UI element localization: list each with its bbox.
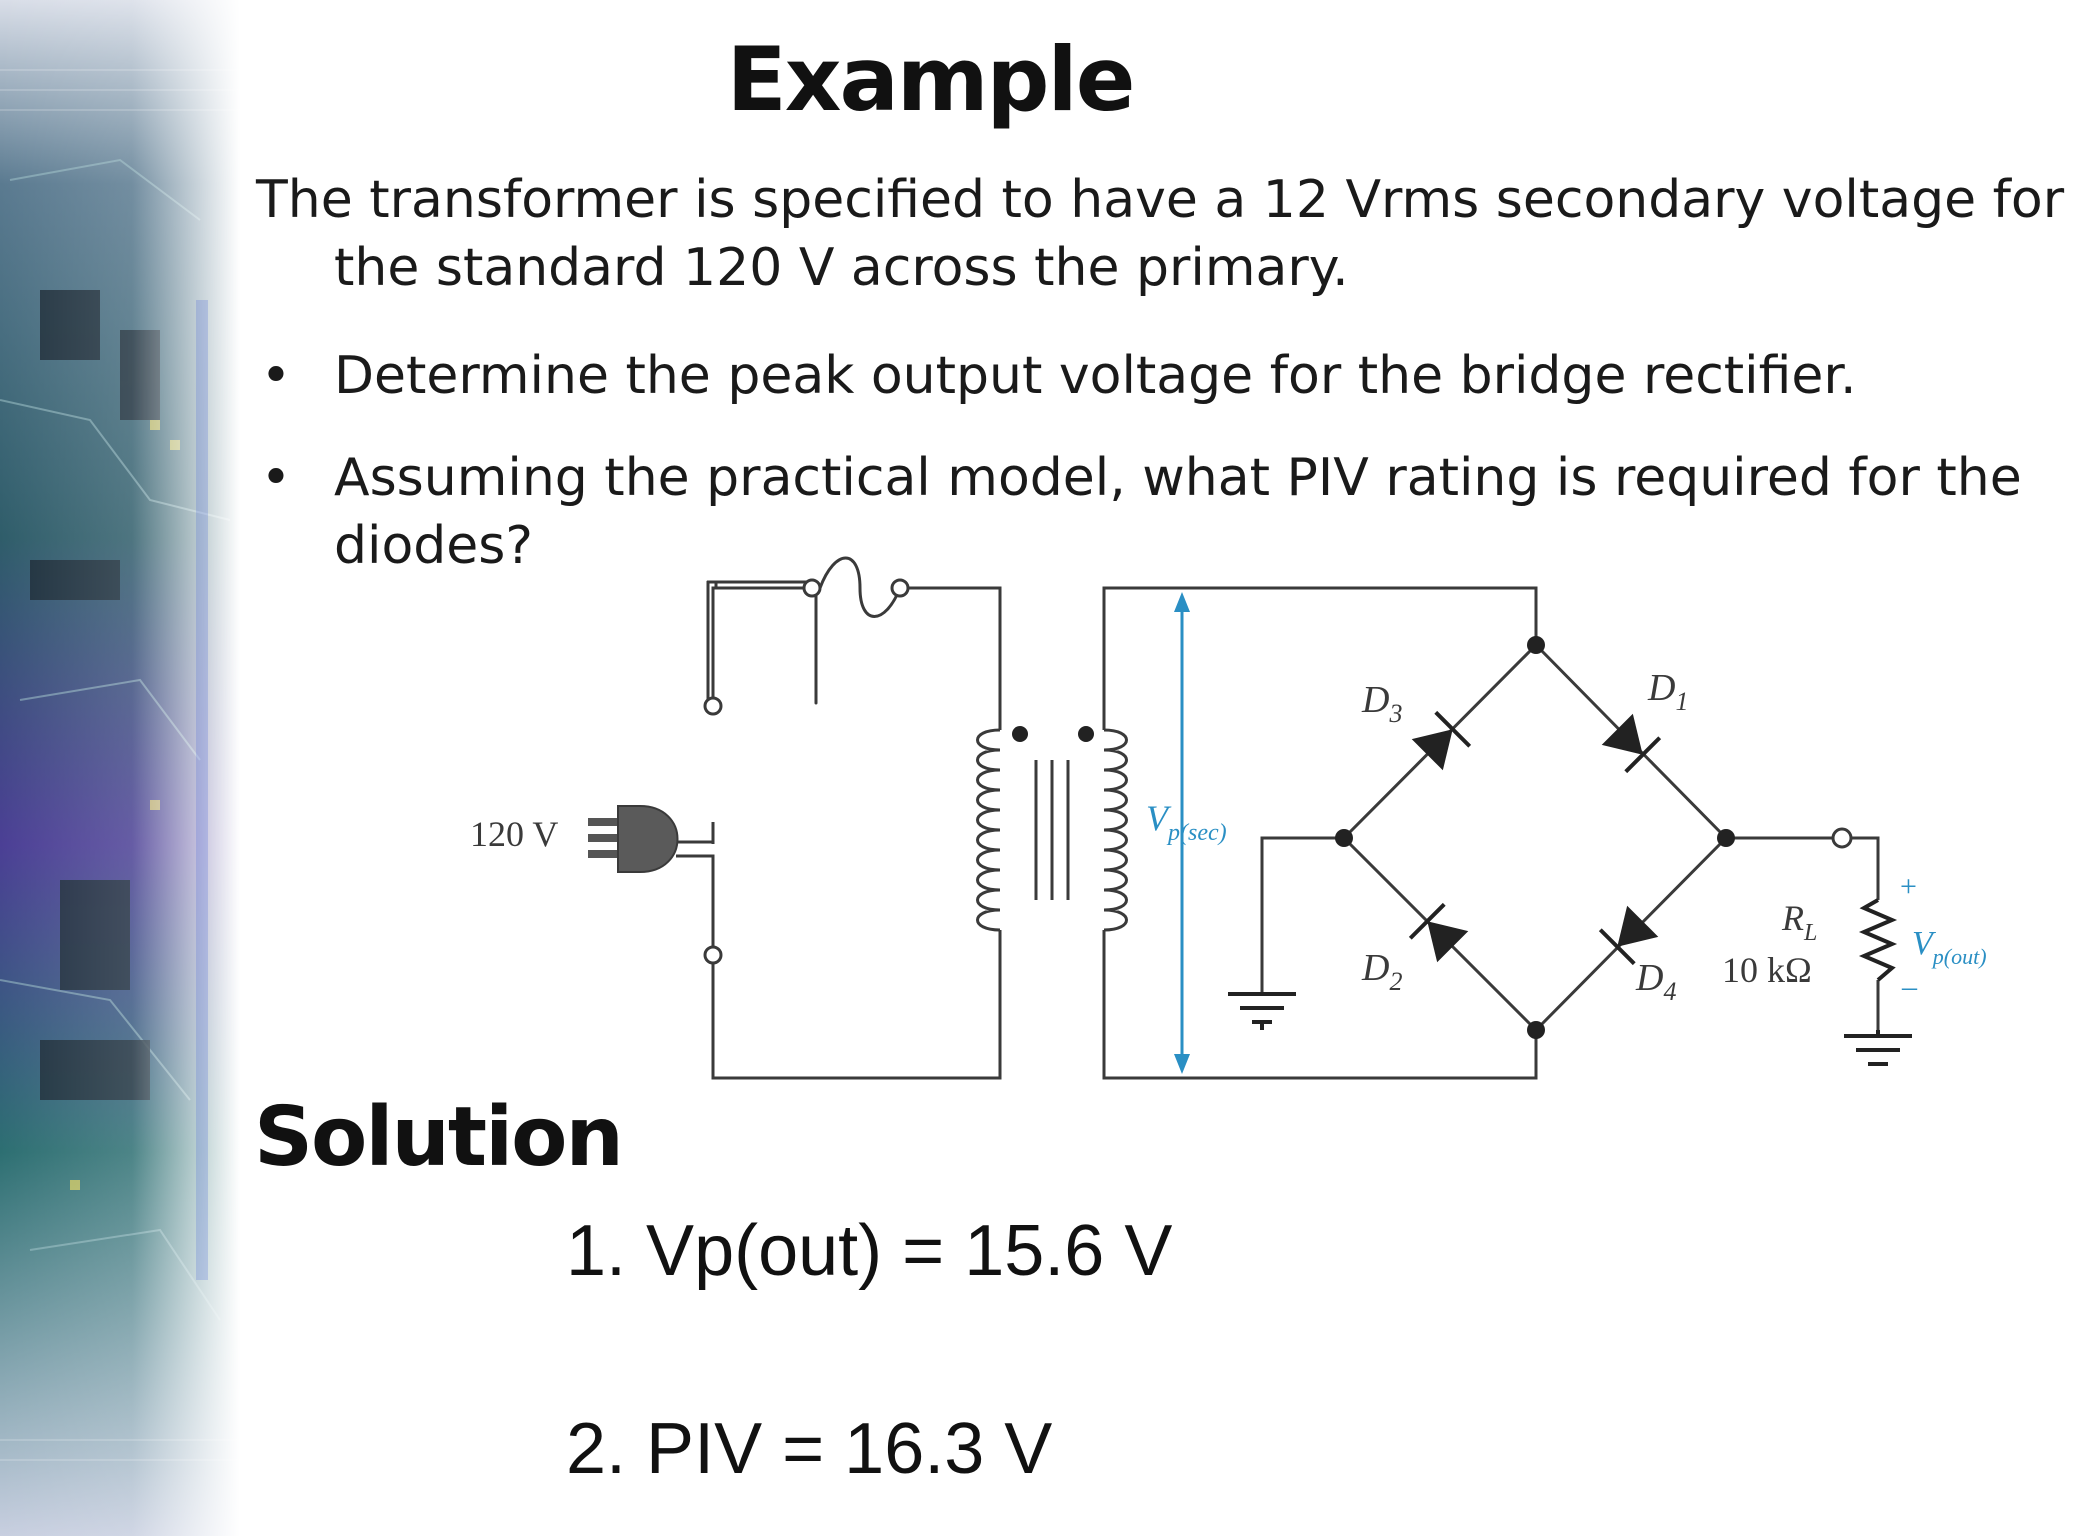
diode-d4-label: D4 bbox=[1635, 957, 1676, 1006]
diode-d3-label: D3 bbox=[1361, 679, 1402, 728]
diode-d1-icon bbox=[1601, 713, 1662, 774]
problem-statement: The transformer is specified to have a 1… bbox=[256, 170, 2065, 298]
ground-icon bbox=[1844, 1030, 1912, 1066]
resistor-icon bbox=[1858, 898, 1898, 982]
answer-2: 2. PIV = 16.3 V bbox=[566, 1409, 1053, 1489]
load-resistor-value: 10 kΩ bbox=[1722, 950, 1812, 990]
sidebar-circuit-board-art bbox=[0, 0, 240, 1536]
output-voltage-label: Vp(out) bbox=[1912, 925, 1987, 969]
question-text-1: Determine the peak output voltage for th… bbox=[334, 346, 1857, 406]
answer-1: 1. Vp(out) = 15.6 V bbox=[566, 1211, 1173, 1291]
plug-icon bbox=[588, 805, 679, 873]
question-bullet-1: • Determine the peak output voltage for … bbox=[256, 342, 2094, 410]
solution-heading: Solution bbox=[254, 1090, 624, 1185]
question-text-2: Assuming the practical model, what PIV r… bbox=[334, 448, 2022, 576]
diode-d2-icon bbox=[1408, 902, 1469, 963]
secondary-voltage-label: Vp(sec) bbox=[1146, 798, 1227, 846]
transformer-icon bbox=[976, 726, 1128, 932]
diode-d1-label: D1 bbox=[1647, 667, 1688, 716]
ground-icon bbox=[1228, 992, 1296, 1030]
question-bullet-2: • Assuming the practical model, what PIV… bbox=[256, 444, 2094, 580]
diode-d2-label: D2 bbox=[1361, 947, 1402, 996]
load-resistor-name: RL bbox=[1781, 898, 1817, 946]
diode-d3-icon bbox=[1411, 710, 1472, 771]
bullet-dot: • bbox=[260, 448, 292, 508]
output-minus-sign: – bbox=[1901, 970, 1918, 1003]
output-plus-sign: + bbox=[1900, 870, 1917, 903]
slide-title: Example bbox=[726, 28, 1136, 131]
source-voltage-label: 120 V bbox=[470, 814, 558, 854]
bullet-dot: • bbox=[260, 346, 292, 406]
diode-d4-icon bbox=[1598, 905, 1659, 966]
secondary-voltage-arrow bbox=[1174, 592, 1190, 1074]
